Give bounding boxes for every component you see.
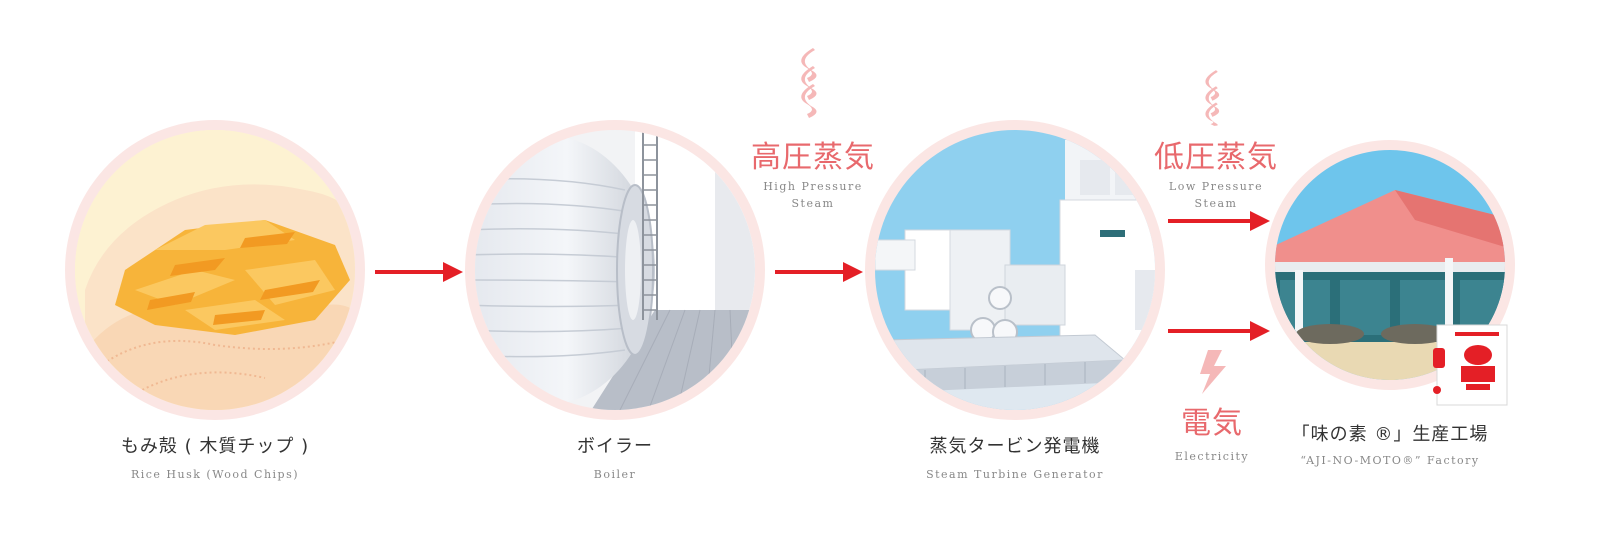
node-label-en: “AJI-NO-MOTO®” Factory <box>1300 454 1480 467</box>
lightning-icon <box>1200 350 1226 394</box>
node-label-jp: 「味の素 ®」生産工場 <box>1291 424 1489 445</box>
node-factory-caption: 「味の素 ®」生産工場 “AJI-NO-MOTO®” Factory <box>1240 420 1540 467</box>
low-pressure-steam-label: 低圧蒸気 Low Pressure Steam <box>1136 132 1296 210</box>
arrow-right <box>375 262 463 282</box>
arrow-right <box>1168 321 1270 341</box>
product-package <box>1433 324 1508 406</box>
steam-turbine-illustration <box>865 120 1165 420</box>
node-boiler-caption: ボイラー Boiler <box>465 432 765 481</box>
steam-icon <box>1205 70 1220 126</box>
node-label-en: Steam Turbine Generator <box>926 468 1104 481</box>
node-turbine-caption: 蒸気タービン発電機 Steam Turbine Generator <box>865 432 1165 481</box>
steam-icon <box>801 48 817 118</box>
flow-label-en: Low Pressure <box>1168 180 1264 193</box>
high-pressure-steam-label: 高圧蒸気 High Pressure Steam <box>733 132 893 210</box>
electricity-label: 電気 Electricity <box>1132 398 1292 463</box>
arrow-right <box>1168 211 1270 231</box>
flow-label-jp: 電気 <box>1181 406 1243 441</box>
node-label-jp: ボイラー <box>577 436 653 457</box>
flow-label-jp: 低圧蒸気 <box>1154 140 1278 175</box>
arrow-right <box>775 262 863 282</box>
rice-husk-illustration <box>65 120 365 420</box>
node-label-en: Boiler <box>593 468 637 481</box>
factory-illustration <box>1265 120 1515 410</box>
flow-label-en: Electricity <box>1174 450 1250 463</box>
flow-label-en: Steam <box>1194 197 1238 210</box>
flow-label-jp: 高圧蒸気 <box>751 140 875 175</box>
node-rice-husk-caption: もみ殻 ( 木質チップ ) Rice Husk (Wood Chips) <box>65 432 365 481</box>
flow-label-en: High Pressure <box>763 180 863 193</box>
node-label-en: Rice Husk (Wood Chips) <box>130 468 300 481</box>
flow-label-en: Steam <box>791 197 835 210</box>
node-label-jp: 蒸気タービン発電機 <box>929 436 1101 457</box>
boiler-illustration <box>465 120 765 420</box>
node-label-jp: もみ殻 ( 木質チップ ) <box>120 436 310 457</box>
